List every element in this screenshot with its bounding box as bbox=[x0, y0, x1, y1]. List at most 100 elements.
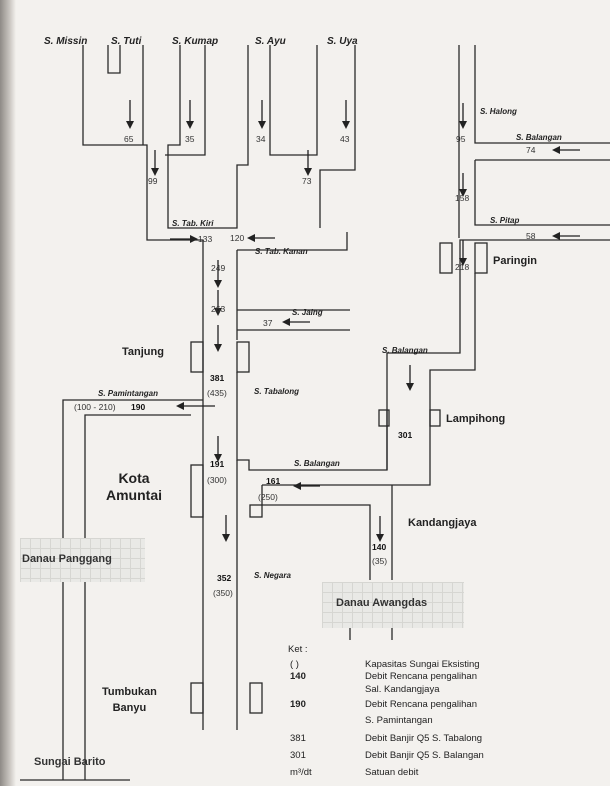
channel-balangan-upper bbox=[236, 239, 475, 471]
label-s-pamintangan: S. Pamintangan bbox=[98, 389, 159, 398]
channel-pamintangan-bottom bbox=[84, 414, 191, 780]
channel-tab-kanan bbox=[237, 232, 348, 251]
channel-missin-main-left bbox=[82, 45, 204, 730]
channel-halong-right bbox=[474, 45, 610, 144]
legend-val-2b: Sal. Kandangjaya bbox=[365, 684, 440, 695]
tanjung-structure-right bbox=[236, 341, 250, 373]
flow-arrows bbox=[126, 100, 580, 542]
channel-pamintangan-top bbox=[62, 399, 203, 780]
channel-pitap-top bbox=[474, 160, 610, 226]
place-kota-amuntai: Kota Amuntai bbox=[106, 470, 162, 504]
tanjung-structure-left bbox=[190, 341, 204, 373]
label-s-negara: S. Negara bbox=[254, 571, 291, 580]
book-binding-shadow bbox=[0, 0, 16, 786]
label-s-balangan-mid: S. Balangan bbox=[382, 346, 428, 355]
label-s-kumap: S. Kumap bbox=[172, 36, 219, 47]
lake-danau-awangdas bbox=[322, 582, 464, 628]
flow-99: 99 bbox=[148, 176, 158, 186]
label-s-halong: S. Halong bbox=[480, 107, 517, 116]
place-tanjung: Tanjung bbox=[122, 346, 164, 358]
channel-uya-left bbox=[290, 45, 318, 156]
paringin-structure-right bbox=[474, 242, 488, 274]
flow-191: 191 bbox=[210, 459, 225, 469]
flow-190-range: (100 - 210) bbox=[74, 402, 116, 412]
flow-435: (435) bbox=[207, 388, 227, 398]
place-kandangjaya: Kandangjaya bbox=[408, 517, 477, 529]
channel-kumap-ayu bbox=[167, 45, 249, 229]
river-channels bbox=[20, 45, 610, 781]
flow-120: 120 bbox=[230, 233, 245, 243]
flow-95: 95 bbox=[456, 134, 466, 144]
label-s-jaing: S. Jaing bbox=[292, 308, 323, 317]
flow-37: 37 bbox=[263, 318, 273, 328]
legend-val-6: Satuan debit bbox=[365, 767, 419, 778]
flow-300: (300) bbox=[207, 475, 227, 485]
label-s-balangan-low: S. Balangan bbox=[294, 459, 340, 468]
amuntai-structure bbox=[190, 464, 204, 518]
channel-ayu-right bbox=[269, 45, 290, 156]
channel-uya-right bbox=[319, 45, 356, 228]
flow-263: 263 bbox=[211, 304, 226, 314]
label-s-pitap: S. Pitap bbox=[490, 216, 520, 225]
flow-218: 218 bbox=[455, 262, 470, 272]
place-amuntai: Amuntai bbox=[106, 487, 162, 503]
flow-65: 65 bbox=[124, 134, 134, 144]
label-s-tab-kiri: S. Tab. Kiri bbox=[172, 219, 214, 228]
flow-190: 190 bbox=[131, 402, 146, 412]
flow-74: 74 bbox=[526, 145, 536, 155]
legend-key-4: 381 bbox=[290, 733, 306, 744]
amuntai-junction-box bbox=[249, 504, 263, 518]
flow-133: 133 bbox=[198, 234, 213, 244]
place-tumbukan-banyu: Tumbukan Banyu bbox=[102, 684, 157, 716]
label-s-balangan-top: S. Balangan bbox=[516, 133, 562, 142]
flow-73: 73 bbox=[302, 176, 312, 186]
place-kota: Kota bbox=[118, 470, 150, 486]
lake-label-danau-awangdas: Danau Awangdas bbox=[336, 597, 428, 609]
legend-key-5: 301 bbox=[290, 750, 306, 761]
place-banyu: Banyu bbox=[112, 702, 147, 714]
legend-key-3: 190 bbox=[290, 699, 306, 710]
flow-158: 158 bbox=[455, 193, 470, 203]
place-paringin: Paringin bbox=[493, 255, 538, 267]
flow-35: 35 bbox=[185, 134, 195, 144]
flow-350: (350) bbox=[213, 588, 233, 598]
label-s-tabalong: S. Tabalong bbox=[254, 387, 300, 396]
lake-label-danau-panggang: Danau Panggang bbox=[22, 553, 112, 565]
place-tumbukan: Tumbukan bbox=[102, 686, 157, 698]
legend-title: Ket : bbox=[288, 644, 308, 655]
channel-kandangjaya-left bbox=[261, 485, 371, 580]
tumbukan-structure-right bbox=[249, 682, 263, 714]
legend-val-5: Debit Banjir Q5 S. Balangan bbox=[365, 750, 484, 761]
label-s-tab-kanan: S. Tab. Kanan bbox=[255, 247, 308, 256]
label-sungai-barito: Sungai Barito bbox=[34, 756, 106, 768]
legend-val-4: Debit Banjir Q5 S. Tabalong bbox=[365, 733, 483, 744]
flow-381: 381 bbox=[210, 373, 225, 383]
flow-249: 249 bbox=[211, 263, 226, 273]
channel-balangan-lower bbox=[262, 273, 476, 486]
label-s-missin: S. Missin bbox=[44, 36, 88, 47]
flow-301: 301 bbox=[398, 430, 413, 440]
legend-val-1: Kapasitas Sungai Eksisting bbox=[365, 659, 480, 670]
lampihong-structure-right bbox=[429, 409, 441, 427]
flow-161: 161 bbox=[266, 476, 281, 486]
flow-250: (250) bbox=[258, 492, 278, 502]
flow-43: 43 bbox=[340, 134, 350, 144]
lake-danau-panggang bbox=[20, 538, 145, 582]
tumbukan-structure-left bbox=[190, 682, 204, 714]
flow-140: 140 bbox=[372, 542, 387, 552]
legend-val-3a: Debit Rencana pengalihan bbox=[365, 699, 477, 710]
channel-tuti-notch bbox=[107, 45, 121, 74]
flow-352: 352 bbox=[217, 573, 232, 583]
flow-35b: (35) bbox=[372, 556, 388, 566]
legend-val-2a: Debit Rencana pengalihan bbox=[365, 671, 477, 682]
flow-34: 34 bbox=[256, 134, 266, 144]
paringin-structure-left bbox=[439, 242, 453, 274]
legend-key-2: 140 bbox=[290, 671, 306, 682]
lampihong-structure-left bbox=[378, 409, 390, 427]
place-lampihong: Lampihong bbox=[446, 413, 506, 425]
label-s-tuti: S. Tuti bbox=[111, 36, 142, 47]
flow-58: 58 bbox=[526, 231, 536, 241]
channel-kumap-right bbox=[165, 45, 206, 156]
label-s-ayu: S. Ayu bbox=[255, 36, 286, 47]
